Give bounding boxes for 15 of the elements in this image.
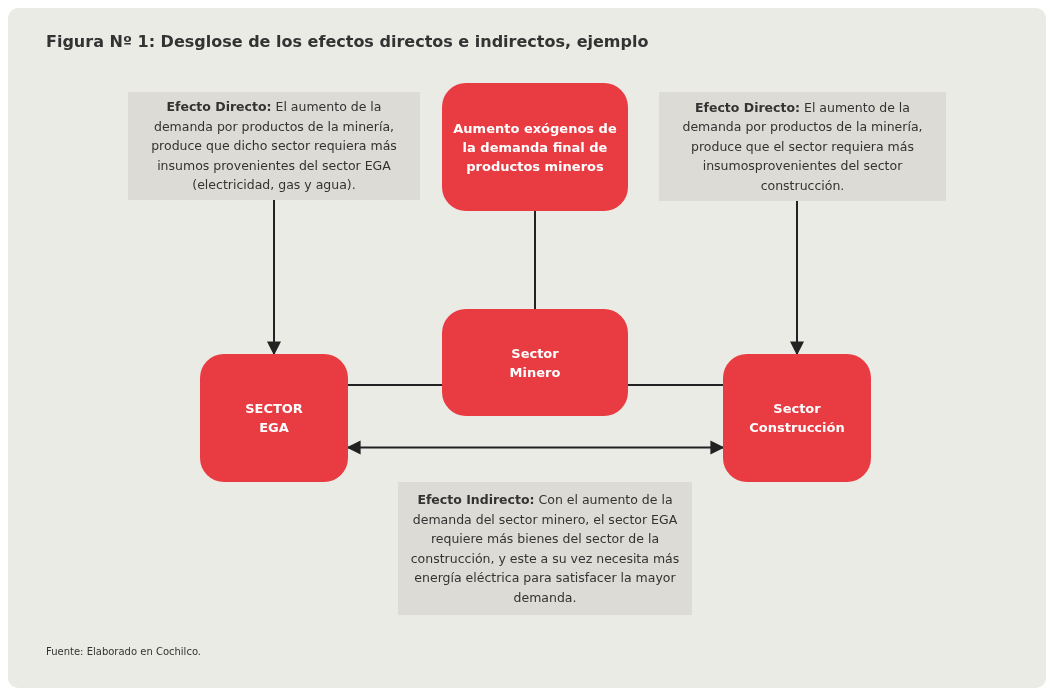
arrow <box>346 440 725 455</box>
note-box: Efecto Directo: El aumento de la demanda por productos de la minería, produce que el sector requiera más insumosprovenientes del sector construcción. <box>659 92 946 201</box>
arrow <box>790 200 804 356</box>
note-box: Efecto Indirecto: Con el aumento de la demanda del sector minero, el sector EGA requiere más bienes del sector de la construcción, y este a su vez necesita más energía eléctrica para satisfacer la mayor demanda. <box>398 482 692 615</box>
figure-title: Figura Nº 1: Desglose de los efectos directos e indirectos, ejemplo <box>46 32 649 51</box>
sector-box: Sector Minero <box>442 309 628 416</box>
sector-box: Sector Construcción <box>723 354 871 482</box>
connector-line <box>534 210 536 310</box>
note-box: Efecto Directo: El aumento de la demanda por productos de la minería, produce que dicho sector requiera más insumos provenientes del sector EGA (electricidad, gas y agua). <box>128 92 420 200</box>
arrow <box>267 199 281 356</box>
sector-box: Aumento exógenos de la demanda final de productos mineros <box>442 83 628 211</box>
connector-line <box>627 384 724 386</box>
connector-line <box>347 384 443 386</box>
source-caption: Fuente: Elaborado en Cochilco. <box>46 646 201 657</box>
sector-box: SECTOR EGA <box>200 354 348 482</box>
